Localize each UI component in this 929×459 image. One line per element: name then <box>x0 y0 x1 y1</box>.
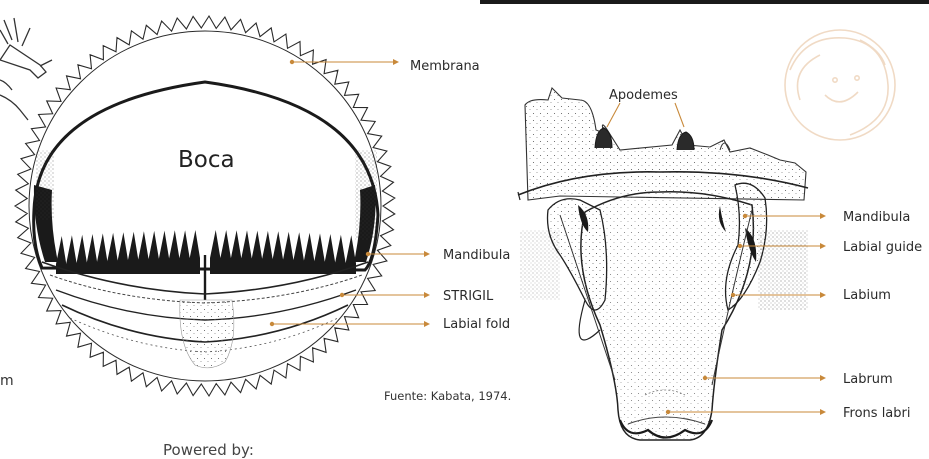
source-note: Fuente: Kabata, 1974. <box>384 389 511 403</box>
top-photo-strip <box>480 0 929 4</box>
apodemes-label: Apodemes <box>609 88 678 104</box>
mouth-diagram <box>15 16 395 396</box>
mandible-teeth-right <box>210 230 356 274</box>
mandibula-label-right: Mandibula <box>843 210 910 226</box>
logo-watermark-icon <box>785 30 895 140</box>
membrana-label: Membrana <box>410 59 480 75</box>
antenna-sketch <box>0 18 52 120</box>
mandible-teeth-left <box>56 230 200 274</box>
mandibula-label-left: Mandibula <box>443 248 510 264</box>
footer-powered-by: Powered by: <box>163 441 254 459</box>
strigil-label: STRIGIL <box>443 289 493 305</box>
labrum-label: Labrum <box>843 372 893 388</box>
frons-labri-label: Frons labri <box>843 406 910 422</box>
labial-guide-label: Labial guide <box>843 240 922 256</box>
labial-fold-label: Labial fold <box>443 317 510 333</box>
labium-label: Labium <box>843 288 891 304</box>
cut-off-label: m <box>0 373 14 389</box>
boca-label: Boca <box>178 147 235 173</box>
mouth-cone-diagram <box>518 88 808 440</box>
